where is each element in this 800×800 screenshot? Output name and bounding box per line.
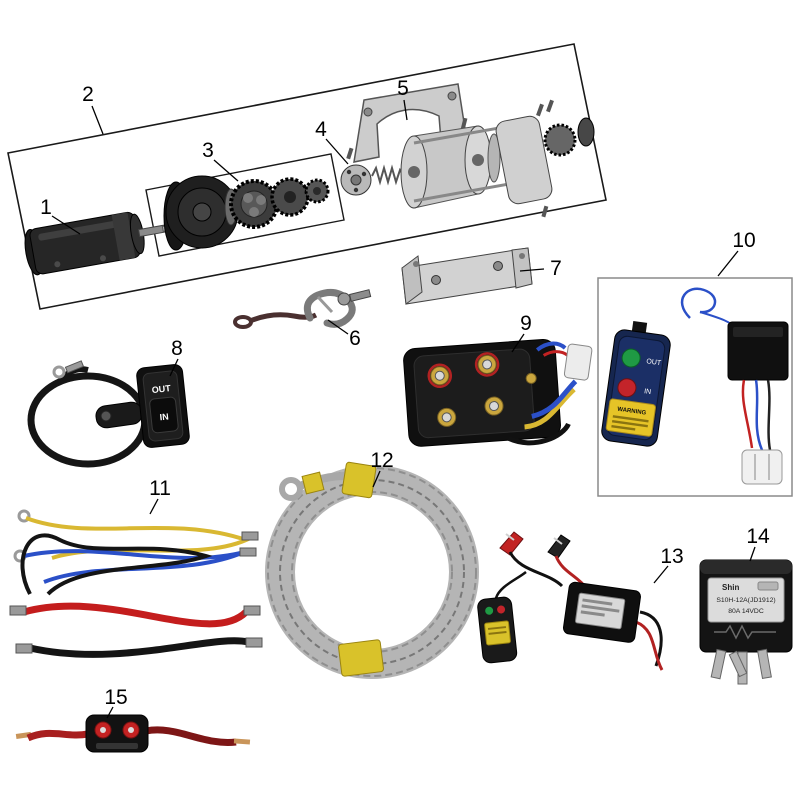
part-label-2: 2 — [82, 83, 94, 106]
receiver-blue-wire — [754, 379, 764, 451]
motor-shaft — [137, 224, 166, 238]
relay-rating-label: 80A 14VDC — [728, 608, 764, 615]
part-label-4: 4 — [315, 118, 327, 141]
rope-yellow-band-top — [341, 461, 377, 499]
solenoid-black-wire — [507, 422, 571, 446]
leader-2 — [91, 105, 104, 135]
leader-14 — [749, 546, 756, 562]
part-label-11: 11 — [149, 477, 171, 500]
wireless-kit-box-outline — [597, 277, 793, 497]
leader-15 — [106, 706, 114, 719]
part-label-14: 14 — [746, 525, 770, 548]
solenoid-stud — [484, 396, 504, 416]
part-label-5: 5 — [397, 77, 409, 100]
end-gear — [543, 123, 577, 157]
solenoid-yellow-wire — [524, 387, 576, 430]
part-label-3: 3 — [202, 139, 214, 162]
remote-transmitter: OUT IN WARNING — [601, 320, 671, 447]
leader-6 — [327, 319, 349, 335]
harness-red-cable — [23, 602, 249, 628]
rope-thimble-loop — [279, 477, 303, 501]
end-plate — [495, 115, 553, 205]
breaker-right-wire — [145, 726, 237, 746]
solenoid-stud — [474, 352, 500, 377]
switch-out-label: OUT — [151, 383, 171, 395]
circuit-breaker-illustration — [15, 714, 251, 753]
remote-out-button — [621, 348, 641, 368]
remote-warning-sticker — [605, 398, 656, 437]
receiver-red-wire — [741, 379, 754, 449]
brake-spring — [371, 164, 405, 186]
part-label-9: 9 — [520, 312, 532, 335]
motor-highlight — [38, 219, 128, 241]
part-label-12: 12 — [370, 449, 394, 472]
solenoid-connector — [563, 343, 593, 381]
controller-remote — [477, 596, 518, 664]
leader-8 — [169, 358, 179, 377]
leader-4 — [325, 138, 349, 165]
remote-in-label: IN — [644, 388, 652, 396]
leader-11 — [149, 498, 159, 515]
part-label-6: 6 — [349, 327, 361, 350]
solenoid-stud — [437, 407, 457, 427]
solenoid-stud — [427, 363, 453, 389]
relay-pin — [757, 648, 772, 680]
leader-9 — [511, 333, 525, 353]
rope-yellow-band-bottom — [338, 639, 384, 677]
leader-5 — [403, 99, 408, 121]
relay-model-label: S10H-12A(JD1912) — [716, 597, 775, 604]
relay-brand-label: Shin — [722, 583, 739, 592]
part-label-13: 13 — [660, 545, 684, 568]
solenoid-illustration — [403, 338, 593, 447]
receiver-connector — [741, 449, 783, 485]
harness-black-wire — [20, 533, 213, 596]
breaker-left-wire — [26, 729, 89, 742]
relay-pin — [728, 650, 748, 678]
hook-illustration — [233, 288, 372, 329]
leader-12 — [372, 470, 381, 488]
leader-3 — [213, 159, 239, 182]
wiring-harness-illustration — [9, 509, 263, 658]
gearbox-illustration — [163, 175, 330, 251]
part-label-15: 15 — [104, 686, 128, 709]
solenoid-blue-wire — [535, 341, 567, 352]
harness-black-cable — [29, 637, 249, 658]
relay-circuit-lines — [714, 624, 776, 640]
part-label-7: 7 — [550, 257, 562, 280]
antenna-wire — [680, 287, 717, 319]
drum-assembly-illustration — [400, 99, 595, 218]
battery-clip-black — [547, 534, 571, 559]
leader-lines — [51, 99, 756, 719]
leader-7 — [519, 268, 545, 272]
controller-illustration — [477, 531, 664, 671]
part-label-10: 10 — [732, 229, 756, 252]
switch-in-label: IN — [159, 411, 169, 422]
solenoid-blue-wire — [531, 379, 578, 419]
wireless-kit-illustration: OUT IN WARNING — [597, 277, 793, 497]
remote-out-label: OUT — [646, 358, 662, 367]
leader-10 — [717, 250, 739, 277]
motor-illustration — [24, 211, 173, 276]
leader-1 — [51, 215, 81, 235]
remote-in-button — [617, 378, 637, 398]
channel-bracket-illustration — [401, 247, 533, 305]
battery-clip-red — [499, 531, 524, 556]
relay-pin — [710, 648, 727, 680]
receiver-black-wire — [766, 379, 772, 451]
handlebar-switch-illustration: OUT IN — [27, 360, 190, 468]
switch-rocker — [149, 396, 179, 434]
leader-13 — [653, 565, 669, 584]
part-label-8: 8 — [171, 337, 183, 360]
wire-rope-illustration — [265, 461, 479, 679]
rope-yellow-wrap — [301, 471, 325, 495]
remote-warning-label: WARNING — [617, 407, 647, 417]
relay-illustration: Shin S10H-12A(JD1912) 80A 14VDC — [699, 559, 793, 685]
part-label-1: 1 — [40, 196, 52, 219]
